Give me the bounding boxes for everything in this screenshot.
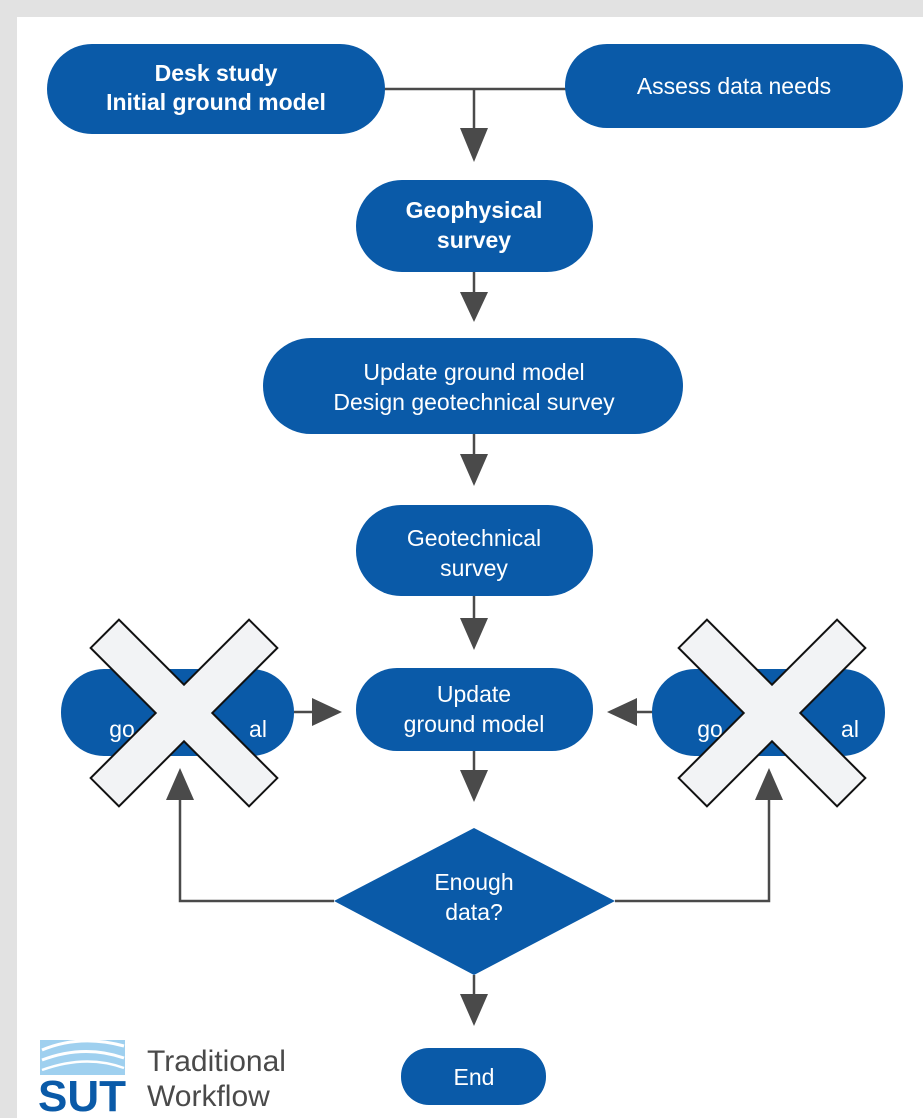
arrow-right-left-branch <box>312 698 342 726</box>
node-end: End <box>401 1048 546 1105</box>
right-crossed-fragment2: al <box>841 716 859 742</box>
arrow-left-right-branch <box>607 698 637 726</box>
logo-mark: SUT <box>38 1072 126 1118</box>
assess-data-label: Assess data needs <box>637 73 831 99</box>
decision-line1: Enough <box>434 869 513 895</box>
arrow-up-left <box>166 768 194 800</box>
arrow-down-6 <box>460 994 488 1026</box>
cross-out-icon <box>677 618 867 808</box>
left-crossed-fragment2: al <box>249 716 267 742</box>
end-label: End <box>454 1064 495 1090</box>
arrow-down-2 <box>460 292 488 322</box>
logo-caption-line2: Workflow <box>147 1080 270 1113</box>
decision-line2: data? <box>445 899 503 925</box>
arrow-down-5 <box>460 770 488 802</box>
node-left-crossed-out: go al <box>61 618 294 808</box>
node-update-ground-model: Update ground model <box>356 668 593 751</box>
node-decision: Enough data? <box>334 828 615 975</box>
geotechnical-line1: Geotechnical <box>407 525 541 551</box>
arrow-up-right <box>755 768 783 800</box>
update-ground-line2: ground model <box>404 711 545 737</box>
arrow-down-3 <box>460 454 488 486</box>
node-update-design: Update ground model Design geotechnical … <box>263 338 683 434</box>
node-assess-data: Assess data needs <box>565 44 903 128</box>
connectors <box>178 87 771 994</box>
geotechnical-line2: survey <box>440 555 508 581</box>
cross-out-icon <box>89 618 279 808</box>
update-design-line1: Update ground model <box>363 359 584 385</box>
desk-study-line1: Desk study <box>155 60 278 86</box>
update-ground-line1: Update <box>437 681 511 707</box>
update-design-line2: Design geotechnical survey <box>333 389 615 415</box>
arrowheads <box>166 128 783 1026</box>
node-geophysical-survey: Geophysical survey <box>356 180 593 272</box>
geophysical-line2: survey <box>437 227 511 253</box>
node-right-crossed-out: go al <box>652 618 885 808</box>
sut-logo: SUT Traditional Workflow <box>38 1039 286 1118</box>
arrow-down-1 <box>460 128 488 162</box>
geophysical-line1: Geophysical <box>406 197 543 223</box>
node-geotechnical-survey: Geotechnical survey <box>356 505 593 596</box>
desk-study-line2: Initial ground model <box>106 89 326 115</box>
logo-caption-line1: Traditional <box>147 1045 286 1078</box>
node-desk-study: Desk study Initial ground model <box>47 44 385 134</box>
arrow-down-4 <box>460 618 488 650</box>
